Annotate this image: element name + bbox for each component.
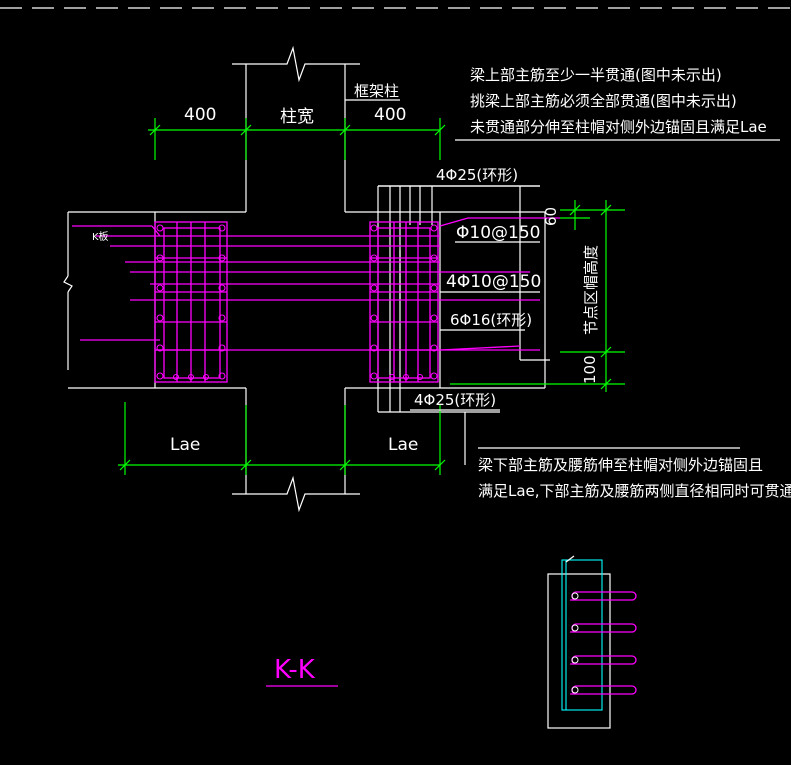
leader-lines xyxy=(345,99,780,465)
note-top-line2: 挑梁上部主筋必须全部贯通(图中未示出) xyxy=(470,92,737,110)
dim-right-vertical xyxy=(450,200,625,392)
main-bars xyxy=(72,217,560,351)
beam-tag-label: K板 xyxy=(92,230,109,243)
rebar-stirrup-2-label: 4Φ10@150 xyxy=(446,272,541,292)
note-top-line3: 未贯通部分伸至柱帽对侧外边锚固且满足Lae xyxy=(470,118,767,136)
section-title: K-K xyxy=(274,655,316,685)
rebar-bottom-ring-label: 4Φ25(环形) xyxy=(414,391,496,409)
beam-left-break xyxy=(63,275,73,293)
dim-left-label: 400 xyxy=(184,105,216,125)
column-bottom-break xyxy=(232,475,360,513)
note-bottom-line1: 梁下部主筋及腰筋伸至柱帽对侧外边锚固且 xyxy=(478,456,763,474)
rebar-top-ring-label: 4Φ25(环形) xyxy=(436,166,518,184)
dim-right-label: 400 xyxy=(374,105,406,125)
section-detail xyxy=(547,555,637,729)
dim-top xyxy=(148,118,446,160)
dim-column-width-label: 柱宽 xyxy=(280,107,314,127)
frame-column-label: 框架柱 xyxy=(354,82,399,100)
anchor-left-label: Lae xyxy=(170,435,200,455)
anchor-right-label: Lae xyxy=(388,435,418,455)
dim-100-label: 100 xyxy=(581,355,599,384)
rebar-circles xyxy=(156,224,438,381)
note-bottom-line2: 满足Lae,下部主筋及腰筋两侧直径相同时可贯通 xyxy=(478,482,791,500)
rebar-side-ring-label: 6Φ16(环形) xyxy=(450,311,532,329)
node-height-label: 节点区帽高度 xyxy=(582,245,600,335)
note-top-line1: 梁上部主筋至少一半贯通(图中未示出) xyxy=(470,66,722,84)
rebar-stirrup-1-label: Φ10@150 xyxy=(456,223,540,243)
dim-60-label: 60 xyxy=(542,207,560,226)
left-rebar-cage xyxy=(154,221,228,383)
dim-bottom xyxy=(118,402,446,475)
column-top-break xyxy=(232,45,360,83)
